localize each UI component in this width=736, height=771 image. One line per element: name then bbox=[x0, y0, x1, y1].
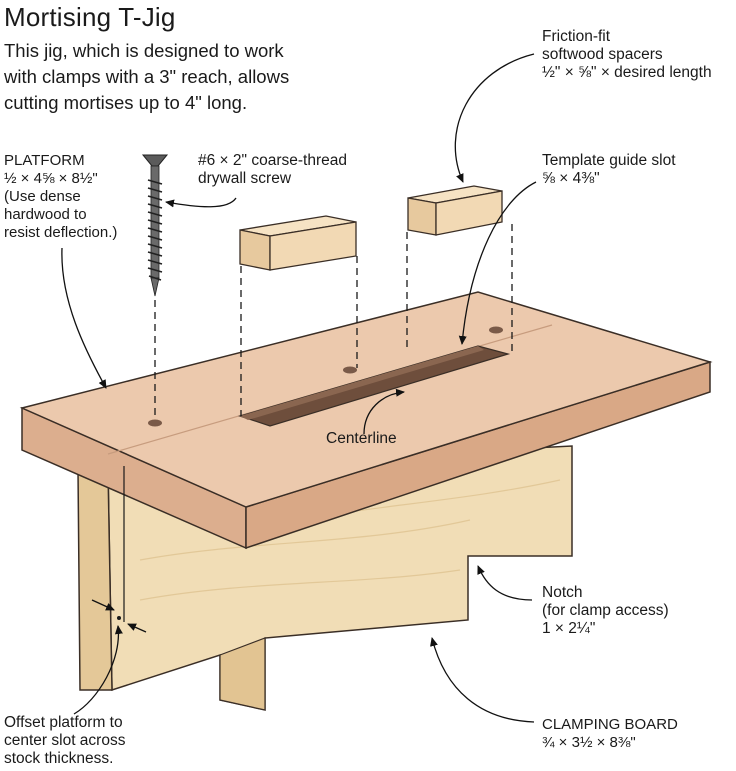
diagram-subtitle: This jig, which is designed to work with… bbox=[4, 38, 289, 116]
slot-callout: Template guide slot ⅝ × 4⅜" bbox=[542, 152, 676, 188]
platform-note-2: hardwood to bbox=[4, 206, 87, 223]
platform-note-3: resist deflection.) bbox=[4, 224, 118, 241]
platform-callout: PLATFORM ½ × 4⅝ × 8½" (Use dense hardwoo… bbox=[4, 152, 117, 242]
arrow-offset-left bbox=[91, 599, 115, 611]
drywall-screw bbox=[141, 154, 169, 297]
arrow-slot bbox=[458, 181, 537, 345]
notch-label-1: Notch bbox=[542, 584, 583, 601]
leader-arrows bbox=[61, 53, 537, 723]
platform-label: PLATFORM bbox=[4, 152, 85, 169]
offset-label-1: Offset platform to bbox=[4, 714, 123, 731]
platform bbox=[19, 291, 713, 550]
platform-top bbox=[19, 291, 713, 508]
screw-hole-right bbox=[489, 326, 503, 334]
notch-label-3: 1 × 2¼" bbox=[542, 620, 596, 637]
diagram-title: Mortising T-Jig bbox=[4, 2, 176, 32]
spacer-left bbox=[239, 215, 357, 271]
subtitle-line-1: This jig, which is designed to work bbox=[4, 40, 284, 61]
platform-dims: ½ × 4⅝ × 8½" bbox=[4, 170, 98, 187]
slot-label-2: ⅝ × 4⅜" bbox=[542, 170, 600, 187]
notch-callout: Notch (for clamp access) 1 × 2¼" bbox=[542, 584, 669, 638]
clamping-board-label: CLAMPING BOARD bbox=[542, 716, 678, 733]
offset-callout: Offset platform to center slot across st… bbox=[4, 714, 125, 768]
subtitle-line-3: cutting mortises up to 4" long. bbox=[4, 92, 248, 113]
offset-label-2: center slot across bbox=[4, 732, 126, 749]
platform-note-1: (Use dense bbox=[4, 188, 81, 205]
arrow-centerline bbox=[363, 388, 405, 435]
screw-label-2: drywall screw bbox=[198, 170, 292, 187]
spacers-callout: Friction-fit softwood spacers ½" × ⅝" × … bbox=[542, 28, 712, 82]
spacer-right bbox=[407, 185, 503, 236]
arrow-offset-right bbox=[127, 623, 147, 633]
centerline-label: Centerline bbox=[326, 430, 397, 447]
spacers-label-1: Friction-fit bbox=[542, 28, 611, 45]
arrow-offset bbox=[73, 625, 123, 715]
screw-hole-left bbox=[148, 419, 162, 427]
arrow-platform bbox=[61, 247, 107, 389]
offset-label-3: stock thickness. bbox=[4, 750, 114, 767]
spacers-label-3: ½" × ⅝" × desired length bbox=[542, 64, 712, 81]
clamping-board-end bbox=[77, 469, 113, 691]
arrow-notch bbox=[477, 565, 533, 601]
arrow-clamping-board bbox=[430, 637, 535, 723]
alignment-lines bbox=[154, 224, 513, 420]
slot-label-1: Template guide slot bbox=[542, 152, 676, 169]
clamping-board-dims: ¾ × 3½ × 8⅜" bbox=[542, 734, 636, 751]
notch-label-2: (for clamp access) bbox=[542, 602, 669, 619]
screw-hole-middle bbox=[343, 366, 357, 374]
arrow-screw bbox=[165, 197, 237, 208]
clamping-board-callout: CLAMPING BOARD ¾ × 3½ × 8⅜" bbox=[542, 716, 678, 752]
subtitle-line-2: with clamps with a 3" reach, allows bbox=[4, 66, 290, 87]
spacers-label-2: softwood spacers bbox=[542, 46, 663, 63]
notch-shadow bbox=[219, 637, 266, 711]
arrow-spacers bbox=[454, 53, 535, 183]
screw-label-1: #6 × 2" coarse-thread bbox=[198, 152, 347, 169]
screw-callout: #6 × 2" coarse-thread drywall screw bbox=[198, 152, 347, 188]
